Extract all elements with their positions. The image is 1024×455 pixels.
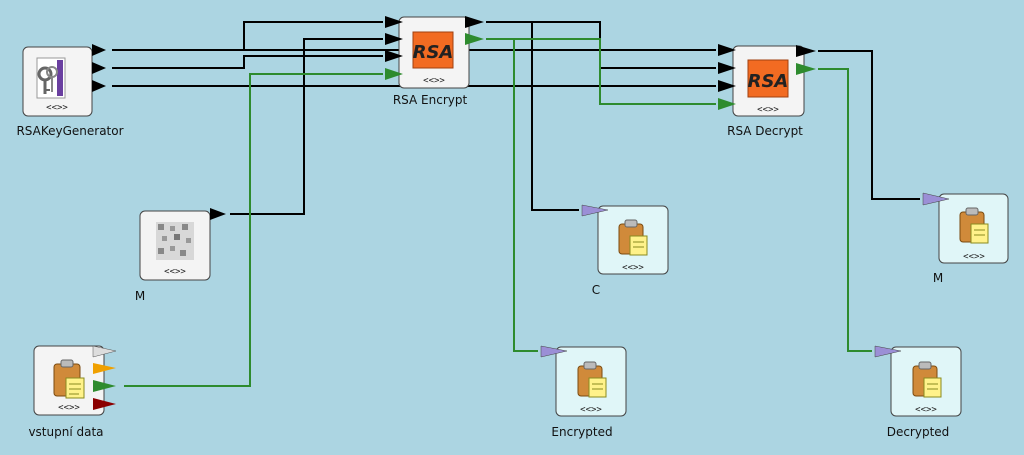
node-dots: <<>> bbox=[963, 252, 985, 262]
output-port[interactable] bbox=[92, 345, 117, 358]
output-port[interactable] bbox=[92, 44, 106, 56]
node-vstupni-data[interactable]: <<>> vstupní data bbox=[28, 345, 117, 439]
output-port[interactable] bbox=[92, 80, 106, 92]
node-dots: <<>> bbox=[58, 403, 80, 413]
input-port[interactable] bbox=[718, 98, 736, 110]
node-label: M bbox=[135, 289, 145, 303]
qr-code-icon bbox=[156, 222, 194, 260]
output-port[interactable] bbox=[92, 62, 106, 74]
output-port[interactable] bbox=[210, 208, 226, 220]
clipboard-icon bbox=[959, 207, 989, 244]
input-port[interactable] bbox=[922, 192, 950, 206]
node-m-output[interactable]: <<>> M bbox=[922, 192, 1009, 285]
node-dots: <<>> bbox=[757, 105, 779, 115]
clipboard-icon bbox=[53, 359, 85, 399]
connection[interactable] bbox=[818, 50, 920, 200]
node-label: Decrypted bbox=[887, 425, 950, 439]
svg-text:RSA: RSA bbox=[748, 71, 789, 92]
output-port[interactable] bbox=[465, 16, 484, 28]
connection[interactable] bbox=[112, 21, 383, 51]
output-port[interactable] bbox=[796, 63, 816, 75]
node-rsa-encrypt[interactable]: RSA <<>> RSA Encrypt bbox=[385, 16, 484, 107]
output-port[interactable] bbox=[93, 363, 116, 374]
connection[interactable] bbox=[112, 55, 383, 69]
node-dots: <<>> bbox=[915, 405, 937, 415]
input-port[interactable] bbox=[581, 204, 609, 217]
node-dots: <<>> bbox=[423, 76, 445, 86]
node-dots: <<>> bbox=[580, 405, 602, 415]
node-dots: <<>> bbox=[46, 103, 68, 113]
connection[interactable] bbox=[124, 73, 383, 387]
clipboard-icon bbox=[577, 361, 607, 398]
svg-text:RSA: RSA bbox=[413, 42, 454, 63]
rsa-logo-icon: RSA bbox=[747, 59, 789, 98]
output-port[interactable] bbox=[93, 380, 116, 392]
clipboard-icon bbox=[618, 219, 648, 256]
input-port[interactable] bbox=[874, 345, 902, 358]
node-dots: <<>> bbox=[164, 267, 186, 277]
input-port[interactable] bbox=[385, 68, 403, 80]
node-dots: <<>> bbox=[622, 263, 644, 273]
node-c-output[interactable]: <<>> C bbox=[581, 204, 669, 297]
node-label: RSA Decrypt bbox=[727, 124, 803, 138]
connections bbox=[112, 21, 920, 387]
node-label: RSA Encrypt bbox=[393, 93, 468, 107]
output-port[interactable] bbox=[796, 45, 816, 57]
input-port[interactable] bbox=[718, 62, 736, 74]
node-label: Encrypted bbox=[551, 425, 612, 439]
input-port[interactable] bbox=[540, 345, 568, 358]
rsa-logo-icon: RSA bbox=[412, 31, 454, 69]
connection[interactable] bbox=[818, 68, 872, 352]
key-generator-icon bbox=[36, 57, 66, 99]
input-port[interactable] bbox=[385, 16, 403, 28]
node-label: RSAKeyGenerator bbox=[16, 124, 123, 138]
node-rsa-key-generator[interactable]: <<>> RSAKeyGenerator bbox=[16, 44, 124, 138]
input-port[interactable] bbox=[385, 50, 403, 62]
connection[interactable] bbox=[230, 38, 383, 215]
input-port[interactable] bbox=[385, 33, 403, 45]
node-m-input[interactable]: <<>> M bbox=[135, 208, 226, 303]
input-port[interactable] bbox=[718, 44, 736, 56]
clipboard-icon bbox=[912, 361, 942, 398]
node-encrypted-output[interactable]: <<>> Encrypted bbox=[540, 345, 627, 439]
output-port[interactable] bbox=[93, 398, 116, 410]
input-port[interactable] bbox=[718, 80, 736, 92]
node-rsa-decrypt[interactable]: RSA <<>> RSA Decrypt bbox=[718, 44, 816, 138]
node-decrypted-output[interactable]: <<>> Decrypted bbox=[874, 345, 962, 439]
output-port[interactable] bbox=[465, 33, 484, 45]
node-label: C bbox=[592, 283, 600, 297]
node-label: M bbox=[933, 271, 943, 285]
node-label: vstupní data bbox=[28, 425, 103, 439]
connection[interactable] bbox=[486, 38, 538, 352]
connection[interactable] bbox=[486, 21, 579, 211]
connection[interactable] bbox=[486, 38, 716, 105]
